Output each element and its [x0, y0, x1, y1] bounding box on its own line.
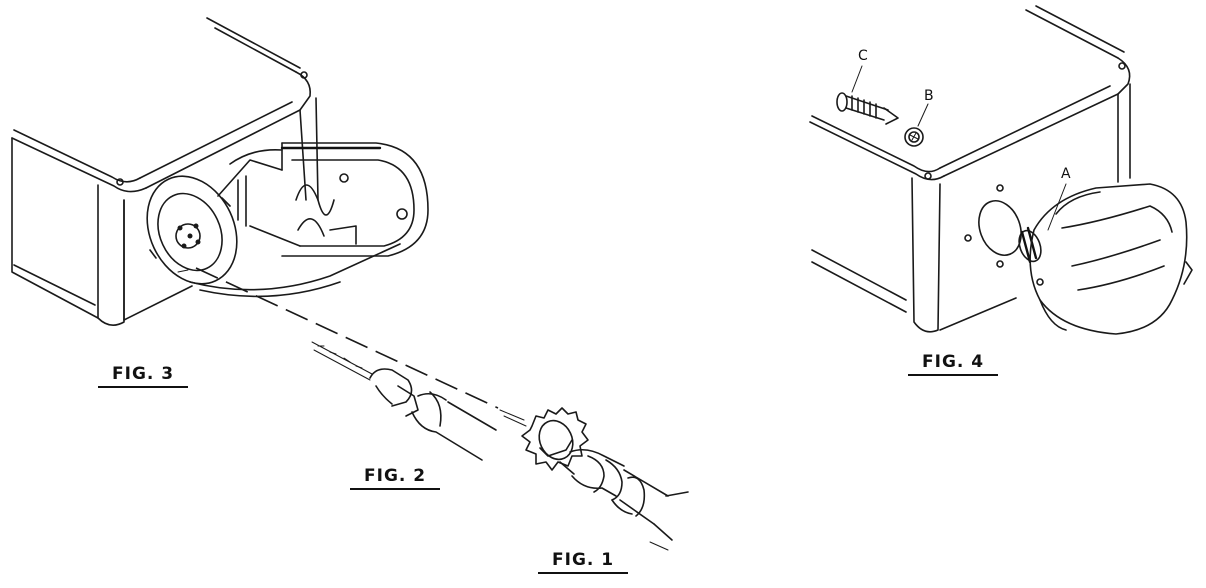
alignment-dashed-line [195, 267, 499, 409]
fig2-plug [311, 341, 497, 461]
leader-line-a [1047, 183, 1067, 231]
part-c-label: C [858, 48, 869, 64]
left-housing [11, 17, 429, 326]
leader-line-b [917, 103, 929, 127]
fig3-label: FIG. 3 [112, 364, 174, 388]
fig4-label: FIG. 4 [922, 352, 984, 376]
fig2-label: FIG. 2 [364, 466, 426, 490]
fig1-label: FIG. 1 [552, 550, 614, 574]
part-a-label: A [1061, 166, 1072, 182]
right-housing [809, 5, 1193, 335]
part-b-label: B [924, 88, 935, 104]
fig1-connector [499, 407, 689, 551]
leader-line-c [851, 65, 863, 93]
